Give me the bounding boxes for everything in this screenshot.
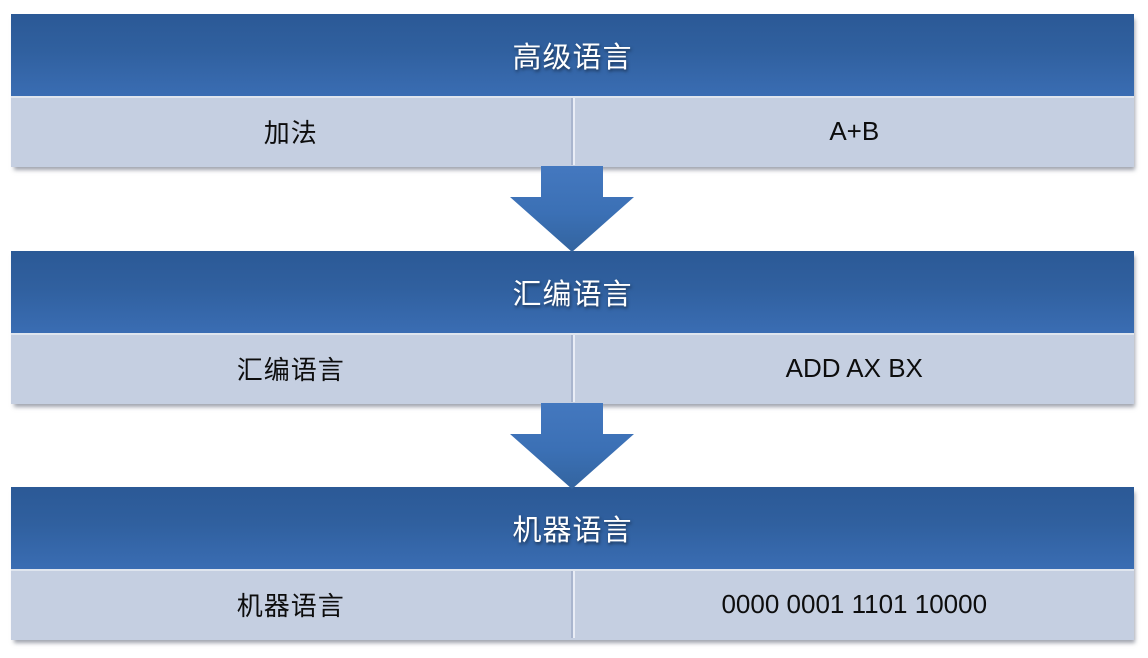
assembly-language-body-row: 汇编语言 ADD AX BX	[11, 333, 1134, 404]
assembly-language-header: 汇编语言	[11, 251, 1134, 333]
high-level-language-header: 高级语言	[11, 14, 1134, 96]
down-arrow-icon	[510, 403, 634, 489]
high-level-language-title: 高级语言	[512, 42, 633, 74]
cell-divider	[570, 98, 575, 165]
cell-machine-label: 机器语言	[236, 592, 345, 621]
block-machine-language: 机器语言 机器语言 0000 0001 1101 10000	[11, 487, 1134, 640]
cell-machine-code: 0000 0001 1101 10000	[721, 589, 988, 619]
cell-high-level-code: A+B	[829, 116, 880, 146]
machine-language-header: 机器语言	[11, 487, 1134, 569]
assembly-language-title: 汇编语言	[512, 279, 633, 311]
high-level-language-body-row: 加法 A+B	[11, 96, 1134, 167]
machine-language-body-row: 机器语言 0000 0001 1101 10000	[11, 569, 1134, 640]
block-assembly-language: 汇编语言 汇编语言 ADD AX BX	[11, 251, 1134, 404]
cell-divider	[570, 571, 575, 638]
block-high-level-language: 高级语言 加法 A+B	[11, 14, 1134, 167]
cell-operation-name: 加法	[263, 119, 318, 148]
cell-assembly-label: 汇编语言	[236, 356, 345, 385]
cell-assembly-code: ADD AX BX	[785, 353, 923, 383]
cell-divider	[570, 335, 575, 402]
down-arrow-icon	[510, 166, 634, 252]
machine-language-title: 机器语言	[512, 515, 633, 547]
